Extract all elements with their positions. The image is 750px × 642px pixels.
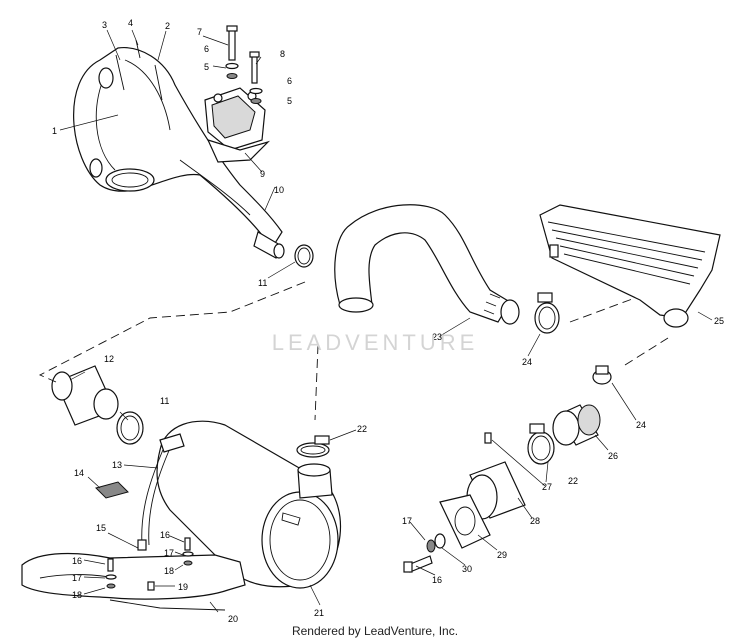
routing-lines bbox=[38, 281, 669, 421]
callout-21: 21 bbox=[314, 608, 324, 618]
callout-11b: 11 bbox=[160, 396, 169, 406]
callout-8: 8 bbox=[280, 49, 285, 59]
muffler-strap bbox=[95, 433, 185, 551]
callout-4: 4 bbox=[128, 18, 133, 28]
callout-16b: 16 bbox=[72, 556, 82, 566]
connector-tube bbox=[51, 365, 144, 445]
callout-18a: 18 bbox=[164, 566, 174, 576]
callout-30: 30 bbox=[462, 564, 472, 574]
callout-14: 14 bbox=[74, 468, 84, 478]
manifold-fasteners bbox=[225, 25, 263, 104]
callout-24a: 24 bbox=[522, 357, 532, 367]
callout-22b: 22 bbox=[568, 476, 578, 486]
callout-26: 26 bbox=[608, 451, 618, 461]
callout-15: 15 bbox=[96, 523, 106, 533]
callout-22a: 22 bbox=[357, 424, 367, 434]
callout-12: 12 bbox=[104, 354, 114, 364]
muffler bbox=[156, 420, 342, 589]
callout-2: 2 bbox=[165, 21, 170, 31]
callout-18b: 18 bbox=[72, 590, 82, 600]
callout-20: 20 bbox=[228, 614, 238, 624]
callout-13: 13 bbox=[112, 460, 122, 470]
callout-25: 25 bbox=[714, 316, 724, 326]
clamp-24-upper bbox=[534, 292, 560, 334]
callout-1: 1 bbox=[52, 126, 57, 136]
callout-3: 3 bbox=[102, 20, 107, 30]
callout-17a: 17 bbox=[164, 548, 174, 558]
callout-11a: 11 bbox=[258, 278, 267, 288]
leader-lines bbox=[59, 29, 713, 613]
callout-6b: 6 bbox=[287, 76, 292, 86]
callout-10: 10 bbox=[274, 185, 284, 195]
exhaust-hose bbox=[334, 204, 520, 325]
callout-9: 9 bbox=[260, 169, 265, 179]
callout-16c: 16 bbox=[432, 575, 442, 585]
expansion-pipe bbox=[73, 47, 285, 259]
footer-credit: Rendered by LeadVenture, Inc. bbox=[291, 624, 459, 638]
exhaust-cooler bbox=[539, 204, 721, 328]
callout-24b: 24 bbox=[636, 420, 646, 430]
mounting-bracket bbox=[21, 552, 246, 611]
callout-5a: 5 bbox=[204, 62, 209, 72]
callout-6a: 6 bbox=[204, 44, 209, 54]
springs bbox=[115, 39, 163, 101]
exhaust-manifold bbox=[204, 87, 271, 163]
callouts: 1 3 4 2 7 6 8 5 6 5 9 10 11 12 11 13 14 … bbox=[52, 18, 724, 624]
callout-23: 23 bbox=[432, 332, 442, 342]
callout-5b: 5 bbox=[287, 96, 292, 106]
callout-19: 19 bbox=[178, 582, 188, 592]
clamp-22-center bbox=[296, 435, 330, 458]
callout-29: 29 bbox=[497, 550, 507, 560]
outlet-components bbox=[403, 365, 612, 573]
callout-16a: 16 bbox=[160, 530, 170, 540]
clamp-upper bbox=[294, 244, 314, 268]
callout-27: 27 bbox=[542, 482, 552, 492]
callout-17c: 17 bbox=[402, 516, 412, 526]
callout-7: 7 bbox=[197, 27, 202, 37]
callout-17b: 17 bbox=[72, 573, 82, 583]
callout-28: 28 bbox=[530, 516, 540, 526]
bracket-fasteners bbox=[105, 537, 194, 591]
